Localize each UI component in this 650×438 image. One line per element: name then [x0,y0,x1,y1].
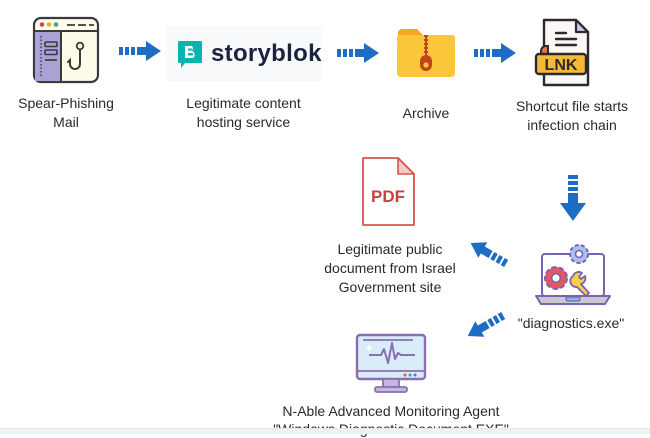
label-line: N-Able Advanced Monitoring Agent [282,403,500,419]
pdf-label: Legitimate public document from Israel G… [305,240,475,297]
zip-folder-icon [397,29,455,77]
label-line: Legitimate public [337,241,443,257]
arrow-up-left [470,242,509,267]
monitor-heartbeat-icon [355,333,427,393]
shortcut-label: Shortcut file starts infection chain [497,97,647,135]
label-line: document from Israel [324,260,456,276]
label-line: Archive [402,105,450,121]
phishing-mail-icon [32,16,100,84]
archive-label: Archive [380,104,472,123]
pdf-badge-text: PDF [371,187,405,206]
label-line: Mail [53,114,79,130]
storyblok-label: Legitimate content hosting service [166,94,321,132]
arrow-down [560,175,586,221]
bottom-edge-strip [0,428,650,434]
lnk-file-icon: LNK [534,18,590,87]
spear-phishing-label: Spear-Phishing Mail [0,94,132,132]
arrow-right-3 [474,43,516,63]
lnk-badge-text: LNK [545,57,578,74]
pdf-file-icon: PDF [362,157,415,226]
label-line: Government site [338,279,442,295]
label-line: infection chain [527,117,617,133]
arrow-right-1 [119,41,161,61]
label-line: Shortcut file starts [515,98,629,114]
label-line: "diagnostics.exe" [517,315,625,331]
label-line: hosting service [196,114,291,130]
storyblok-logo-icon [178,41,202,68]
diagnostics-label: "diagnostics.exe" [503,314,639,333]
spear-phishing-node [30,14,102,86]
label-line: Legitimate content [186,95,301,111]
laptop-gears-icon [535,244,611,305]
label-line: Spear-Phishing [18,95,114,111]
storyblok-brand-text: storyblok [211,40,322,67]
arrow-down-left [467,312,506,337]
arrow-right-2 [337,43,379,63]
